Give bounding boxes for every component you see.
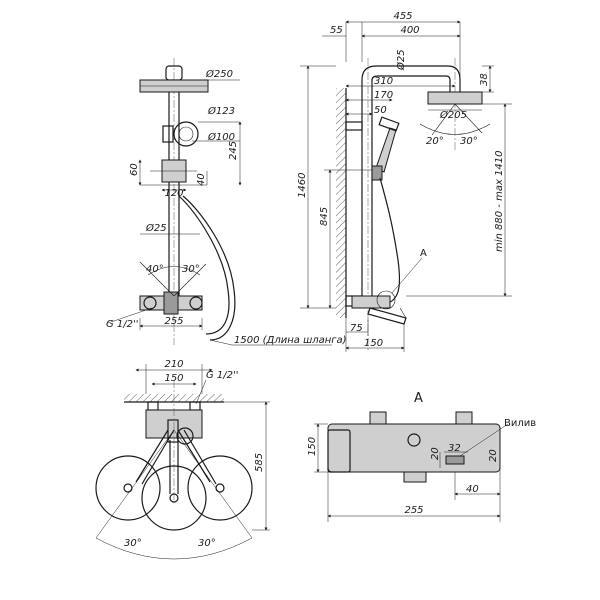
head-position-right xyxy=(187,455,253,521)
dim-400: 400 xyxy=(400,25,419,36)
spout-outlet xyxy=(445,455,465,465)
callout-a: A xyxy=(420,248,427,259)
thread-g12-top: G 1/2'' xyxy=(206,370,239,381)
dim-120: 120 xyxy=(164,188,183,199)
inlet-right xyxy=(455,411,473,425)
inlet-left xyxy=(369,411,387,425)
rain-shower-head xyxy=(427,91,483,105)
dim-60: 60 xyxy=(129,163,140,176)
dim-40: 40 xyxy=(196,173,207,186)
hose-length-label: 1500 (Длина шланга) xyxy=(234,335,347,346)
outlet-detail xyxy=(403,471,427,483)
angle-30: 30° xyxy=(182,264,200,275)
dim-38: 38 xyxy=(479,73,490,86)
dim-170: 170 xyxy=(374,90,393,101)
detail-a-title: A xyxy=(414,391,423,406)
wall-hatch xyxy=(336,88,346,318)
dim-585: 585 xyxy=(254,453,265,472)
angle-30-right: 30° xyxy=(198,538,216,549)
dim-75: 75 xyxy=(350,323,363,334)
mixer-body-detail xyxy=(327,423,501,473)
angle-30-side: 30° xyxy=(460,136,478,147)
dim-40-detail: 40 xyxy=(466,484,479,495)
dim-150-detail: 150 xyxy=(307,437,318,456)
detail-a: A Вилив 150 20 32 20 40 255 xyxy=(307,391,536,522)
dim-dia-25-bar: Ø25 xyxy=(145,222,167,234)
dim-dia-123: Ø123 xyxy=(207,105,235,117)
dim-dia-250: Ø250 xyxy=(205,68,233,80)
top-view: 210 150 G 1/2'' 585 30° 30° xyxy=(95,359,270,560)
dim-245: 245 xyxy=(228,141,239,160)
dim-255-front: 255 xyxy=(164,316,183,327)
dim-dia-25-arm: Ø25 xyxy=(395,49,407,71)
head-position-center xyxy=(141,465,207,531)
dim-310: 310 xyxy=(374,76,393,87)
dim-150-top: 150 xyxy=(164,373,183,384)
angle-40: 40° xyxy=(146,264,164,275)
dim-455: 455 xyxy=(393,11,412,22)
hand-shower-side xyxy=(375,127,397,173)
dim-20-right: 20 xyxy=(488,449,499,462)
hand-shower-front xyxy=(173,121,199,147)
dim-50: 50 xyxy=(374,105,387,116)
dim-845: 845 xyxy=(319,207,330,226)
angle-20: 20° xyxy=(426,136,444,147)
dim-1460: 1460 xyxy=(297,173,308,198)
dim-55: 55 xyxy=(330,25,343,36)
thread-g12-front: G 1/2'' xyxy=(106,319,139,330)
dim-150-side: 150 xyxy=(364,338,383,349)
angle-30-left: 30° xyxy=(124,538,142,549)
dim-dia-100: Ø100 xyxy=(207,131,235,143)
dim-range-880-1410: min 880 - max 1410 xyxy=(494,150,505,252)
dim-20-left: 20 xyxy=(430,447,441,460)
mixer-side xyxy=(351,295,391,309)
dim-210: 210 xyxy=(164,359,183,370)
head-position-left xyxy=(95,455,161,521)
spout-label: Вилив xyxy=(504,418,536,429)
front-view: Ø250 Ø123 Ø100 245 60 40 120 Ø25 40° 30°… xyxy=(106,58,347,346)
dim-dia-205: Ø205 xyxy=(439,109,467,121)
dim-255-detail: 255 xyxy=(404,505,423,516)
dim-32: 32 xyxy=(448,443,461,454)
side-view: 455 400 55 Ø25 310 170 50 38 Ø205 20° 30… xyxy=(297,11,512,352)
shower-hose xyxy=(182,195,236,341)
